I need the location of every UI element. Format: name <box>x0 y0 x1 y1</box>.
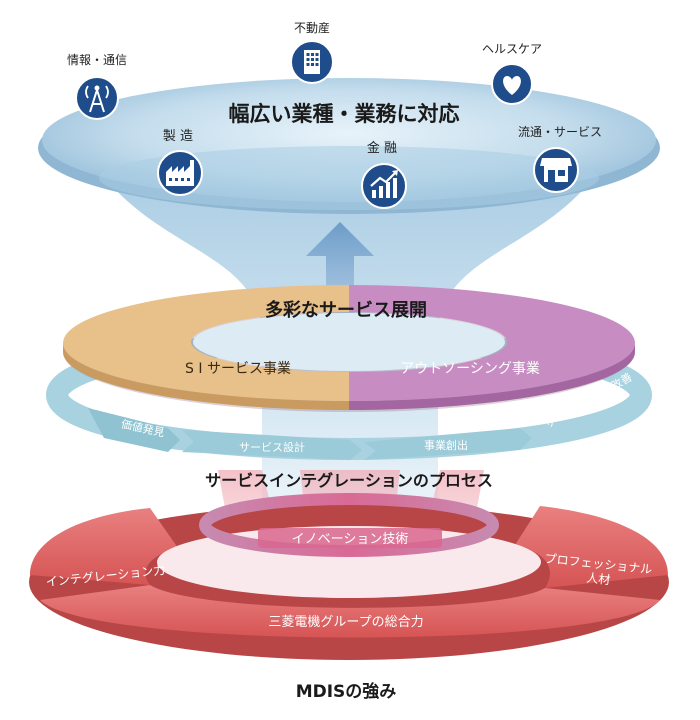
factory-icon <box>157 150 203 196</box>
service-ring-hole <box>193 313 505 371</box>
antenna-icon <box>75 76 119 120</box>
heart-icon <box>491 63 533 105</box>
industry-label-manufacturing: 製 造 <box>163 129 193 144</box>
strength-left-segment <box>30 508 178 585</box>
industry-label-real-estate: 不動産 <box>294 20 330 35</box>
mitsubishi-group-label: 三菱電機グループの総合力 <box>268 615 423 630</box>
industry-label-healthcare: ヘルスケア <box>482 42 542 56</box>
strength-right-segment <box>515 506 668 588</box>
top-disc-inner <box>99 146 599 210</box>
service-ring-title: 多彩なサービス展開 <box>265 299 427 321</box>
outsourcing-label: アウトソーシング事業 <box>400 361 540 377</box>
professional-label-line2: 人材 <box>586 571 611 587</box>
si-service-label: S I サービス事業 <box>185 361 291 377</box>
building-icon <box>290 40 334 84</box>
outsourcing-edge <box>349 343 635 410</box>
innovation-band <box>258 528 442 548</box>
strength-bottom-segment <box>40 585 660 638</box>
storefront-icon <box>533 147 579 193</box>
growth-chart-icon <box>361 163 407 209</box>
process-step-service-design: サービス設計 <box>239 440 305 454</box>
si-edge <box>63 343 349 410</box>
footer-title: MDISの強み <box>296 681 397 702</box>
up-arrow <box>306 222 374 318</box>
process-title: サービスインテグレーションのプロセス <box>205 471 493 490</box>
process-arrows <box>88 408 532 460</box>
innovation-label: イノベーション技術 <box>292 532 409 547</box>
industry-label-finance: 金 融 <box>367 140 397 156</box>
si-segment <box>63 285 349 401</box>
industry-label-retail-service: 流通・サービス <box>518 125 602 139</box>
industry-icons <box>75 40 579 209</box>
process-step-business-creation: 事業創出 <box>424 438 468 452</box>
top-disc-title: 幅広い業種・業務に対応 <box>229 102 460 126</box>
innovation-ring <box>199 493 499 557</box>
industry-label-info-comm: 情報・通信 <box>67 53 127 67</box>
outsourcing-segment <box>349 285 635 401</box>
